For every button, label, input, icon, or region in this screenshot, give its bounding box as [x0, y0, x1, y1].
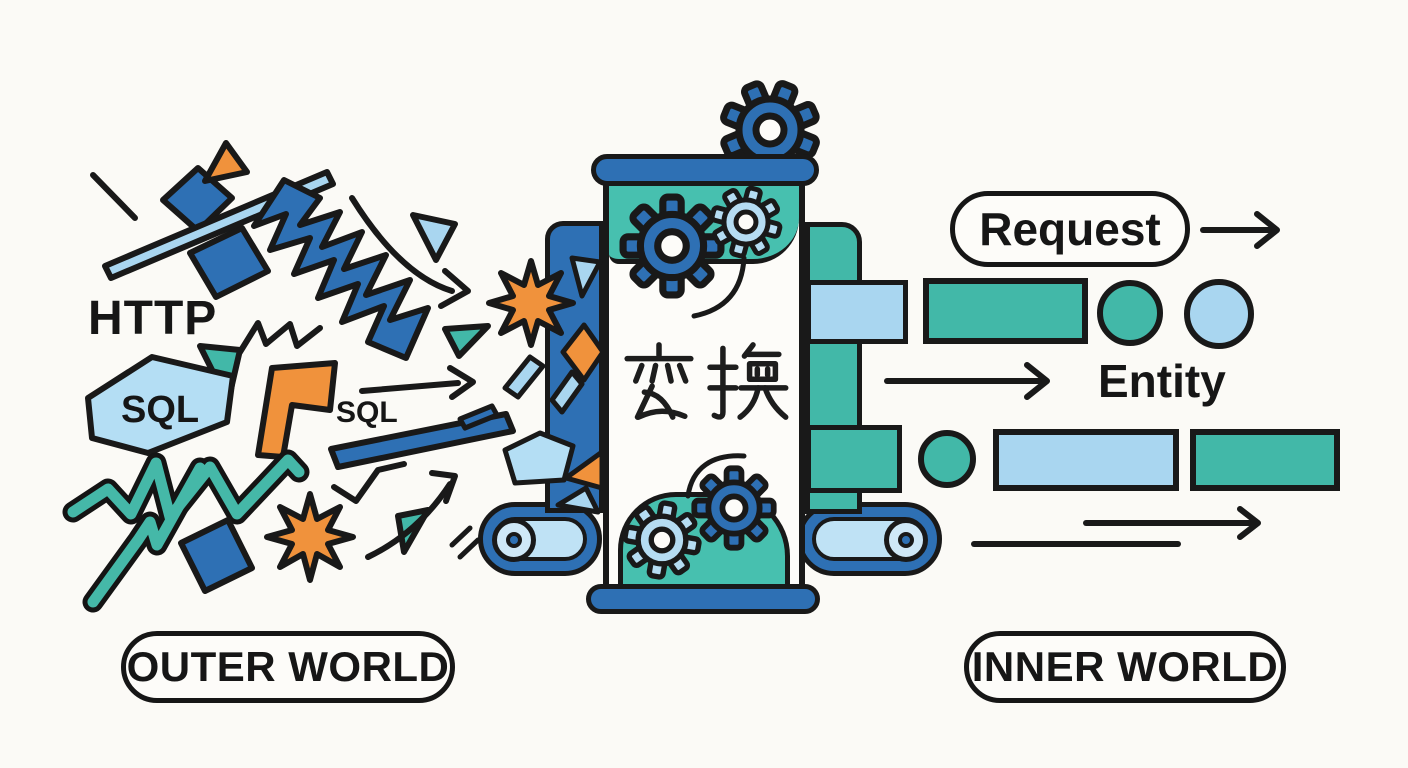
kanji-kan	[707, 342, 789, 420]
sql-small-label: SQL	[336, 396, 398, 429]
machine-top-bar	[591, 154, 819, 186]
entity-circle-teal	[918, 430, 976, 488]
gear-icon-header-large	[619, 193, 725, 299]
orange-shard	[560, 322, 606, 383]
sql-pentagon-label: SQL	[121, 389, 200, 431]
entity-label: Entity	[1098, 355, 1226, 407]
blue-shard	[457, 403, 500, 431]
inner-world-badge: INNER WORLD	[964, 631, 1286, 703]
motion-tick	[457, 537, 481, 560]
sql-pentagon	[85, 354, 236, 456]
entity-rect-lightblue	[993, 429, 1179, 491]
wheel-hub	[898, 532, 914, 548]
teal-zigzag	[87, 462, 206, 608]
lightblue-triangle	[410, 212, 458, 263]
request-rect-teal	[923, 278, 1088, 344]
outer-world-label: OUTER WORLD	[126, 643, 450, 690]
lightblue-shard	[569, 255, 603, 299]
lightblue-shard	[502, 354, 546, 400]
machine-base-bar	[586, 584, 820, 614]
arrowhead	[1024, 362, 1050, 400]
orange-starburst	[264, 491, 356, 583]
motion-tick	[449, 525, 473, 548]
request-circle-lightblue	[1184, 279, 1254, 349]
conveyor-belt-right	[797, 502, 942, 576]
header-arc	[691, 255, 747, 319]
stray-line	[90, 172, 138, 221]
conveyor-belt-left	[478, 502, 602, 576]
lightblue-shard	[549, 369, 585, 415]
request-circle-teal	[1097, 280, 1163, 346]
arrowhead	[438, 268, 471, 309]
zigzag-line	[237, 320, 323, 355]
lightblue-shard	[555, 485, 601, 515]
arrowhead	[429, 470, 458, 504]
blue-square	[160, 165, 235, 234]
curved-arrow	[349, 195, 455, 294]
arrowhead	[447, 365, 476, 400]
request-label: Request	[979, 203, 1161, 255]
curved-arrow	[365, 481, 453, 560]
orange-flag	[255, 360, 338, 460]
orange-shard	[563, 449, 605, 491]
wheel-hub	[506, 532, 522, 548]
dome-arc	[685, 453, 747, 499]
output-block-teal	[806, 425, 902, 493]
gear-icon-dome-light	[622, 500, 702, 580]
request-pill: Request	[950, 191, 1190, 267]
orange-triangle	[202, 140, 250, 184]
entity-rect-teal	[1190, 429, 1340, 491]
straight-arrow	[359, 380, 461, 394]
arrowhead	[1237, 506, 1261, 540]
output-block-lightblue	[806, 280, 908, 344]
orange-starburst	[486, 258, 576, 348]
inner-world-label: INNER WORLD	[971, 643, 1279, 690]
kanji-henkan-glyphs	[624, 342, 789, 420]
check-zigzag	[331, 461, 407, 504]
teal-triangle	[442, 323, 491, 359]
gear-icon-dome-blue	[691, 465, 777, 551]
blue-square	[187, 225, 271, 300]
outer-world-badge: OUTER WORLD	[121, 631, 455, 703]
gear-icon-header-small	[709, 185, 783, 259]
http-label: HTTP	[88, 292, 218, 345]
lightning-shape	[251, 177, 431, 361]
conveyor-wheel-icon	[492, 518, 536, 562]
kanji-hen	[624, 342, 694, 420]
conveyor-wheel-icon	[884, 518, 928, 562]
arrowhead	[1254, 211, 1280, 249]
blue-square	[178, 517, 255, 594]
lightblue-shard	[502, 430, 576, 486]
